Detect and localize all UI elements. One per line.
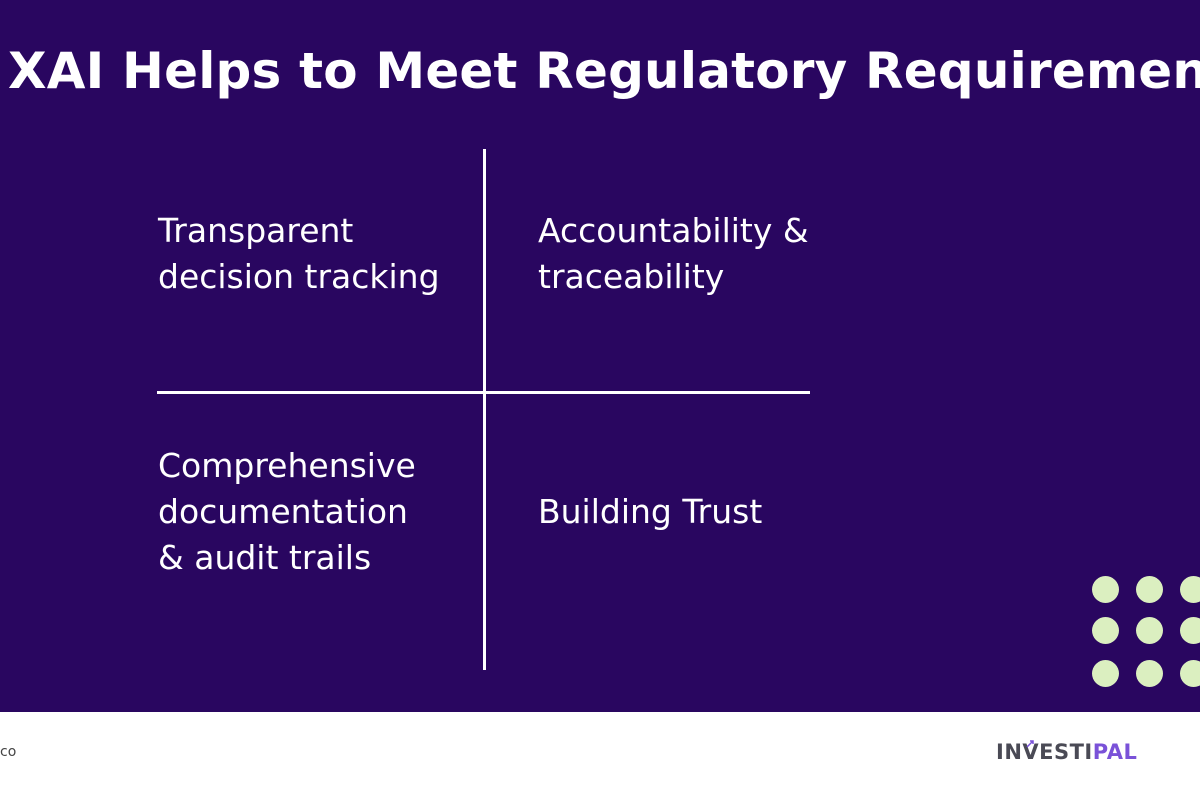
decorative-dot <box>1136 660 1163 687</box>
decorative-dot <box>1092 617 1119 644</box>
decorative-dot <box>1092 576 1119 603</box>
brand-logo-text-primary: INVESTI <box>996 740 1093 764</box>
quadrant-bottom-left-text: Comprehensive documentation & audit trai… <box>158 446 416 577</box>
brand-mark-icon <box>1026 740 1034 748</box>
decorative-dot <box>1180 660 1200 687</box>
quadrant-top-right-text: Accountability & traceability <box>538 211 809 296</box>
horizontal-divider <box>157 391 810 394</box>
vertical-divider <box>483 149 486 670</box>
slide-title: XAI Helps to Meet Regulatory Requirement… <box>8 42 1200 100</box>
slide-canvas: XAI Helps to Meet Regulatory Requirement… <box>0 0 1200 712</box>
decorative-dot <box>1136 617 1163 644</box>
decorative-dot <box>1180 576 1200 603</box>
quadrant-bottom-right-text: Building Trust <box>538 492 763 531</box>
quadrant-top-left-text: Transparent decision tracking <box>158 211 440 296</box>
brand-logo-text-accent: PAL <box>1092 740 1138 764</box>
decorative-dot-grid <box>1092 576 1200 696</box>
decorative-dot <box>1136 576 1163 603</box>
decorative-dot <box>1092 660 1119 687</box>
brand-logo: INVESTIPAL <box>996 740 1137 764</box>
decorative-dot <box>1180 617 1200 644</box>
footer-url-fragment: co <box>0 744 17 760</box>
